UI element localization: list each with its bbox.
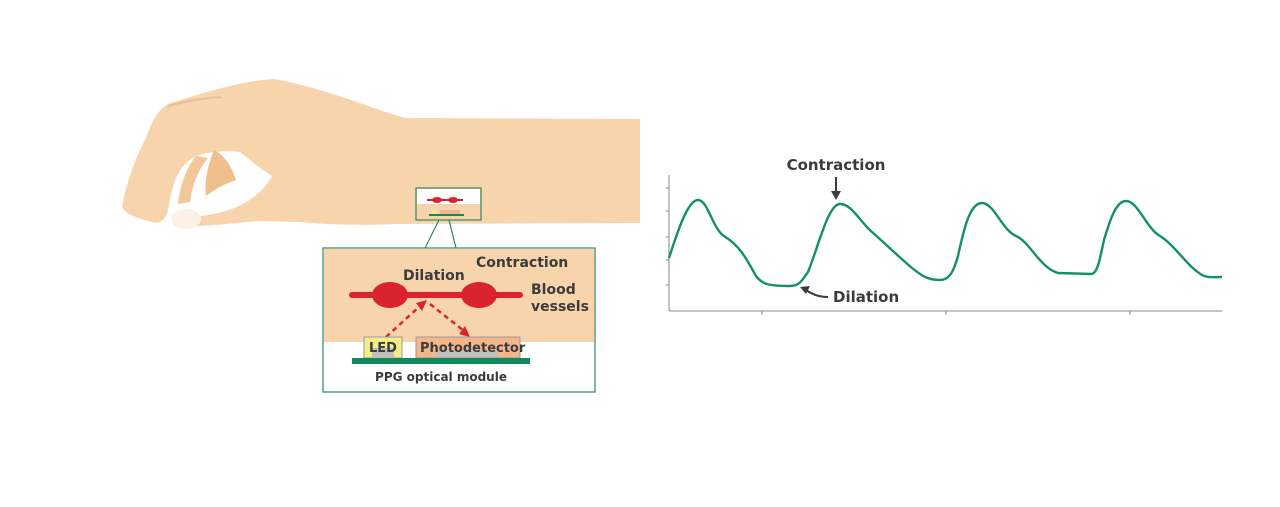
hand-illustration xyxy=(122,79,640,229)
ppg-waveform-chart: Contraction Dilation xyxy=(666,156,1223,315)
blood-vessels-label-line2: vessels xyxy=(531,299,589,315)
dilation-arrow-icon xyxy=(800,286,810,294)
finger-inner xyxy=(178,156,208,204)
thumbnail xyxy=(171,209,201,229)
waveform-dilation-label: Dilation xyxy=(833,288,899,306)
led-label: LED xyxy=(369,341,397,356)
inset-dilation-label: Dilation xyxy=(403,268,465,284)
inset-panel: Dilation Contraction Blood vessels LED P… xyxy=(322,247,596,393)
blood-vessels-label-line1: Blood xyxy=(531,282,576,298)
vessel-bulge-left xyxy=(372,282,408,308)
blood-vessel xyxy=(349,282,523,308)
finger-shadow xyxy=(205,150,236,196)
dilation-arrow-shaft xyxy=(805,289,829,298)
optical-module xyxy=(352,336,530,364)
sensor-locator xyxy=(415,187,482,249)
light-path xyxy=(385,300,470,338)
x-ticks xyxy=(761,311,1131,315)
arrow-down-head xyxy=(459,326,470,337)
hand-body xyxy=(122,79,640,226)
arrow-up-head xyxy=(416,300,427,311)
waveform-contraction-label: Contraction xyxy=(787,156,886,174)
vessel-bulge-right xyxy=(461,282,497,308)
ppg-waveform xyxy=(667,198,1223,288)
callout-line-right xyxy=(448,219,457,249)
knuckle-crease xyxy=(167,96,223,107)
ppg-module-label: PPG optical module xyxy=(375,370,507,384)
inset-contraction-label: Contraction xyxy=(476,255,568,271)
circuit-board xyxy=(352,358,530,364)
photodetector-label: Photodetector xyxy=(420,341,526,356)
y-ticks xyxy=(666,187,669,286)
callout-line-left xyxy=(424,219,440,249)
contraction-arrow-icon xyxy=(831,191,841,200)
